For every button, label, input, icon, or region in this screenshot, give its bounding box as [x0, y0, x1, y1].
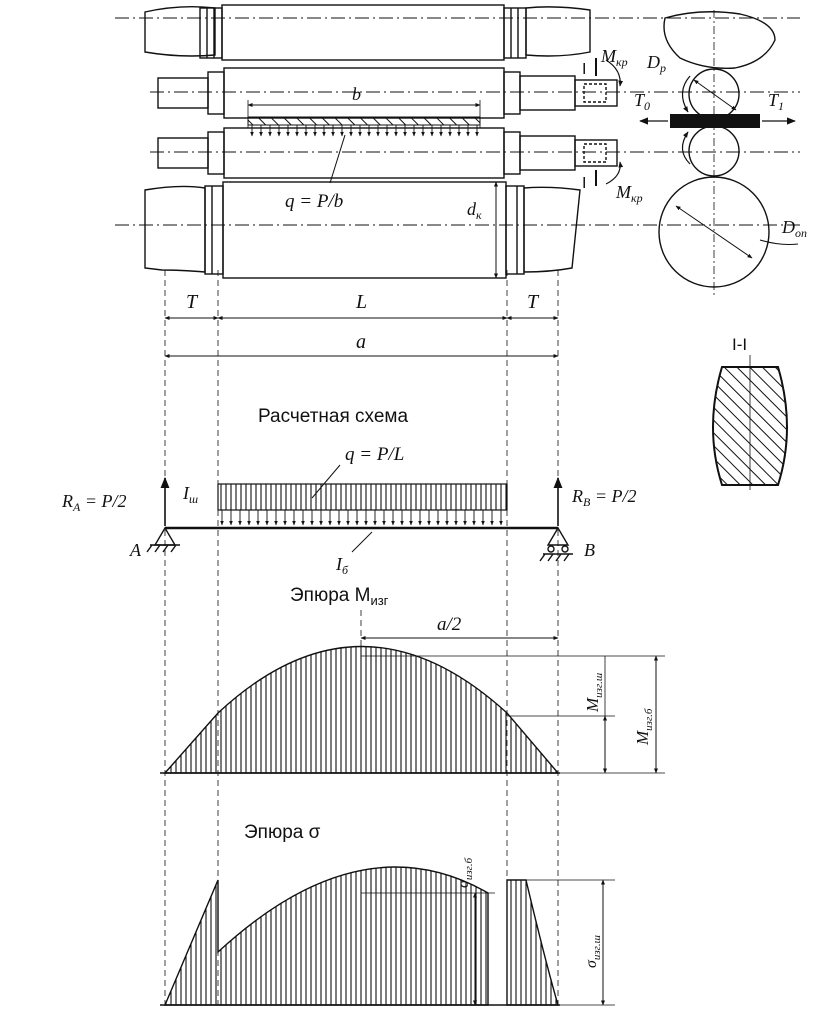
label-Mkr-bottom: Mкр	[615, 182, 643, 205]
dimension-T-L-T	[164, 316, 559, 358]
label-sigma-sh: σизг.ш	[583, 935, 603, 968]
label-sigma-b: σизг.б	[455, 857, 475, 888]
label-RA: RA = P/2	[61, 491, 127, 514]
moment-curve	[163, 645, 560, 774]
label-a: a	[356, 331, 366, 353]
work-roll-lower	[157, 127, 618, 179]
label-section-I-bottom: I	[582, 175, 586, 192]
stress-title: Эпюра σ	[244, 822, 321, 843]
roll-assembly: b q = P/b dк	[115, 4, 800, 1005]
label-T-left: T	[186, 291, 199, 313]
support-B	[539, 526, 573, 562]
label-Mkr-top: Mкр	[600, 46, 628, 69]
distributed-load-arrows	[220, 510, 503, 526]
label-T-right: T	[527, 291, 540, 313]
label-q-scheme: q = P/L	[345, 444, 404, 465]
label-M-b: Mизг.б	[633, 708, 655, 746]
strip-load-b: b	[247, 84, 481, 137]
moment-diagram: Эпюра Мизг a/2 Mизг.ш Mизг.б	[160, 585, 665, 774]
section-title: I-I	[732, 335, 747, 354]
label-T1: T1	[768, 90, 784, 113]
stress-curve-right	[506, 879, 559, 1006]
work-roll-upper	[157, 67, 618, 119]
label-M-sh: Mизг.ш	[583, 673, 605, 713]
label-Ib: Iб	[335, 554, 349, 577]
label-section-I-top: I	[582, 61, 586, 78]
label-q-upper: q = P/b	[285, 191, 343, 212]
label-RB: RB = P/2	[571, 486, 637, 509]
label-Dp: Dр	[646, 52, 666, 75]
stress-curve-main	[163, 866, 489, 1006]
moment-title: Эпюра Мизг	[290, 585, 389, 608]
backup-roll-bottom	[144, 181, 581, 279]
scheme-title: Расчетная схема	[258, 406, 408, 427]
label-Don: Dоп	[781, 217, 807, 240]
label-T0: T0	[634, 90, 650, 113]
label-dk: dк	[467, 199, 482, 222]
label-half-a: a/2	[437, 614, 462, 635]
label-B: B	[584, 540, 595, 560]
section-I-I: I-I	[712, 335, 788, 490]
label-Ish: Iш	[182, 483, 198, 506]
rolled-strip	[670, 114, 760, 128]
label-b: b	[352, 84, 361, 104]
support-A	[146, 526, 180, 553]
side-view: Mкр Dр T0 T1 Mкр Dоп	[600, 10, 807, 298]
strip-load-arrows	[250, 125, 479, 137]
backup-roll-top	[144, 4, 591, 61]
backup-roll-top-side	[663, 11, 776, 69]
label-L: L	[355, 291, 367, 313]
distributed-load-block	[217, 483, 508, 511]
label-A: A	[129, 540, 142, 560]
stress-diagram: Эпюра σ σизг.б σизг.ш	[160, 822, 615, 1006]
section-shape	[712, 366, 788, 486]
calculation-scheme: Расчетная схема q = P/L RA = P/2 RB = P/…	[61, 406, 637, 577]
